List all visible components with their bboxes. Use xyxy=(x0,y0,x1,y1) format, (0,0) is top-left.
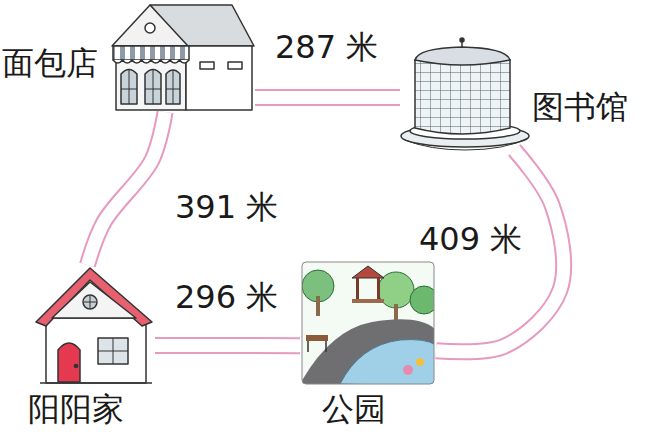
road-fill xyxy=(255,91,400,104)
place-node: 阳阳家 xyxy=(30,265,155,385)
place-node: 面包店 xyxy=(110,0,255,112)
place-name: 阳阳家 xyxy=(28,392,124,427)
distance-label: 296 米 xyxy=(172,280,281,315)
bakery-illustration xyxy=(112,5,254,110)
distance-label: 391 米 xyxy=(172,190,281,225)
library-illustration xyxy=(401,38,529,150)
road-connector xyxy=(155,345,300,346)
place-name: 面包店 xyxy=(2,46,98,81)
road-edge xyxy=(155,337,300,354)
place-node: 公园 xyxy=(300,260,436,386)
road-edge xyxy=(88,112,166,265)
place-node: 图书馆 xyxy=(400,45,530,150)
road-fill xyxy=(155,339,300,352)
distance-label: 287 米 xyxy=(272,30,381,65)
road-edge xyxy=(255,89,400,106)
place-name: 图书馆 xyxy=(532,90,628,125)
distance-label: 409 米 xyxy=(416,222,525,257)
park-illustration xyxy=(300,260,438,386)
road-connector xyxy=(88,112,166,265)
road-fill xyxy=(88,112,166,265)
home-illustration xyxy=(36,268,152,383)
road-connector xyxy=(255,97,400,98)
place-name: 公园 xyxy=(322,392,386,427)
